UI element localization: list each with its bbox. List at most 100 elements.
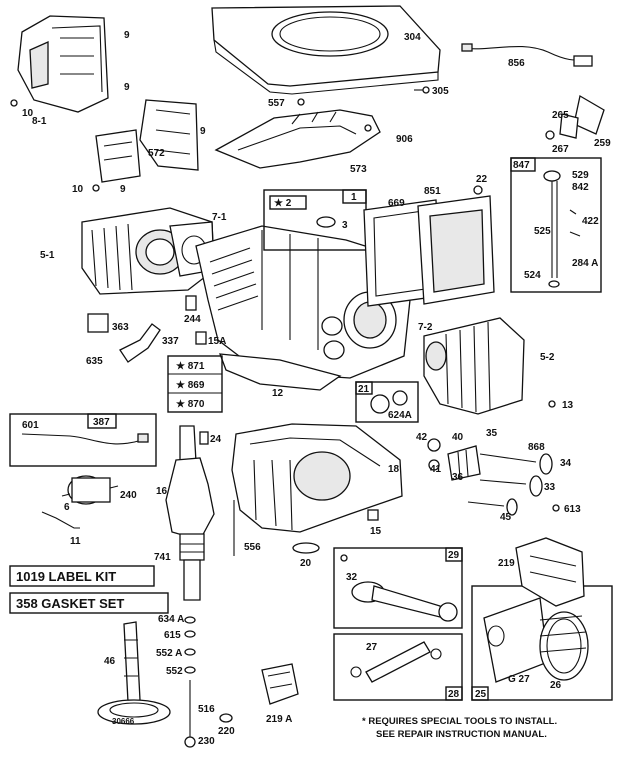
label-556: 556 [244,542,261,553]
label-635: 635 [86,356,103,367]
bracket-219 [515,537,585,607]
small-parts-615-552 [184,616,196,674]
label-265: 265 [552,110,569,121]
bracket-259 [545,94,605,140]
label-5-1: 5-1 [40,250,55,261]
label-244: 244 [184,314,201,325]
label-32: 32 [346,572,358,583]
label-41: 41 [430,464,442,475]
label-11: 11 [70,536,81,547]
screw-557 [297,98,305,106]
bolt-13 [548,400,556,408]
label-363: 363 [112,322,129,333]
label-259: 259 [594,138,611,149]
label-601: 601 [22,420,39,431]
label-847: 847 [513,160,530,171]
label-10a: 10 [22,108,34,119]
label-42: 42 [416,432,428,443]
label-7-1: 7-1 [212,212,227,223]
part-15a [195,331,207,345]
cylinder-shroud-8-1 [10,15,109,113]
part-244 [185,295,197,311]
label-851: 851 [424,186,441,197]
label-2: ★ 2 [274,198,292,209]
cylinder-head-5-2 [423,317,525,415]
label-552a: 552 A [156,648,182,659]
label-28: 28 [448,689,460,700]
label-305: 305 [432,86,449,97]
label-kit-text: 1019 LABEL KIT [16,569,116,584]
label-46: 46 [104,656,116,667]
label-871: ★ 871 [176,361,205,372]
filter-box-21 [355,381,419,423]
footnote-line-1: * REQUIRES SPECIAL TOOLS TO INSTALL. [362,716,557,727]
bracket-219a [261,663,299,705]
label-3: 3 [342,220,348,231]
label-9b: 9 [124,82,130,93]
label-15a: 15A [208,336,226,347]
screw-305 [414,86,430,94]
label-870: ★ 870 [176,399,205,410]
label-868: 868 [528,442,545,453]
box-label-1 [342,189,367,204]
label-1: 1 [351,192,357,203]
label-18: 18 [388,464,400,475]
fuel-line-11 [41,511,80,529]
gasket-set-box [9,592,169,614]
screw-10b [92,184,100,192]
seal-3 [316,216,336,228]
label-g27: G 27 [508,674,530,685]
valve-train [427,438,560,516]
label-45: 45 [500,512,512,523]
label-220: 220 [218,726,235,737]
label-525: 525 [534,226,551,237]
label-16: 16 [156,486,168,497]
cylinder-block [195,225,411,391]
label-29: 29 [448,550,460,561]
label-634a: 634 A [158,614,184,625]
label-284a: 284 A [572,258,598,269]
label-27: 27 [366,642,378,653]
label-240: 240 [120,490,137,501]
fuel-filter [61,475,119,505]
label-30666: 30666 [112,717,135,726]
cover-851 [417,195,495,305]
label-422: 422 [582,216,599,227]
label-33: 33 [544,482,556,493]
label-516: 516 [198,704,215,715]
label-856: 856 [508,58,525,69]
seal-20 [292,542,320,554]
label-615: 615 [164,630,181,641]
label-8-1: 8-1 [32,116,47,127]
label-304: 304 [404,32,421,43]
label-13: 13 [562,400,574,411]
label-337: 337 [162,336,179,347]
washer-230 [184,736,196,748]
piston-box [471,585,613,701]
label-35: 35 [486,428,498,439]
label-25: 25 [475,689,487,700]
wire-box-601 [9,413,157,467]
footnote-line-2: SEE REPAIR INSTRUCTION MANUAL. [376,729,547,740]
label-624a: 624A [388,410,412,421]
dipstick-tube-assy [510,157,602,293]
governor-gear [97,621,171,725]
label-842: 842 [572,182,589,193]
label-9d: 9 [120,184,126,195]
label-7-2: 7-2 [418,322,433,333]
label-21: 21 [358,384,370,395]
part-363 [87,313,109,333]
label-20: 20 [300,558,312,569]
part-number-labels: 304 856 305 557 906 9 8-1 10 9 572 9 10 … [22,30,611,747]
baffle-572 [95,99,199,183]
label-34: 34 [560,458,572,469]
label-219a: 219 A [266,714,292,725]
label-524: 524 [524,270,541,281]
label-kit-box [9,565,155,587]
gasket-kit-box [167,355,223,413]
label-12: 12 [272,388,284,399]
label-869: ★ 869 [176,380,205,391]
ignition-wire [461,43,593,67]
label-572: 572 [148,148,165,159]
